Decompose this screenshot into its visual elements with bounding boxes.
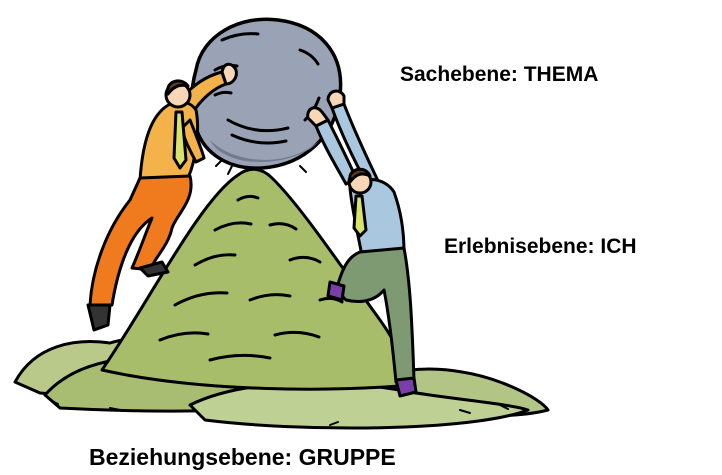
- label-erlebnisebene-ich: Erlebnisebene: ICH: [444, 236, 637, 257]
- left-climber-tie: [174, 112, 186, 168]
- left-climber-shoe-back: [88, 305, 110, 330]
- label-beziehungsebene-gruppe: Beziehungsebene: GRUPPE: [89, 446, 396, 469]
- left-climber-hand: [222, 64, 236, 84]
- label-sachebene-thema: Sachebene: THEMA: [400, 64, 598, 85]
- right-climber-shoe-front: [396, 378, 416, 396]
- right-climber-tie: [354, 196, 366, 236]
- boulder: [192, 19, 341, 168]
- right-climber-hand-right: [328, 91, 344, 108]
- right-climber-shoe-back: [328, 282, 344, 300]
